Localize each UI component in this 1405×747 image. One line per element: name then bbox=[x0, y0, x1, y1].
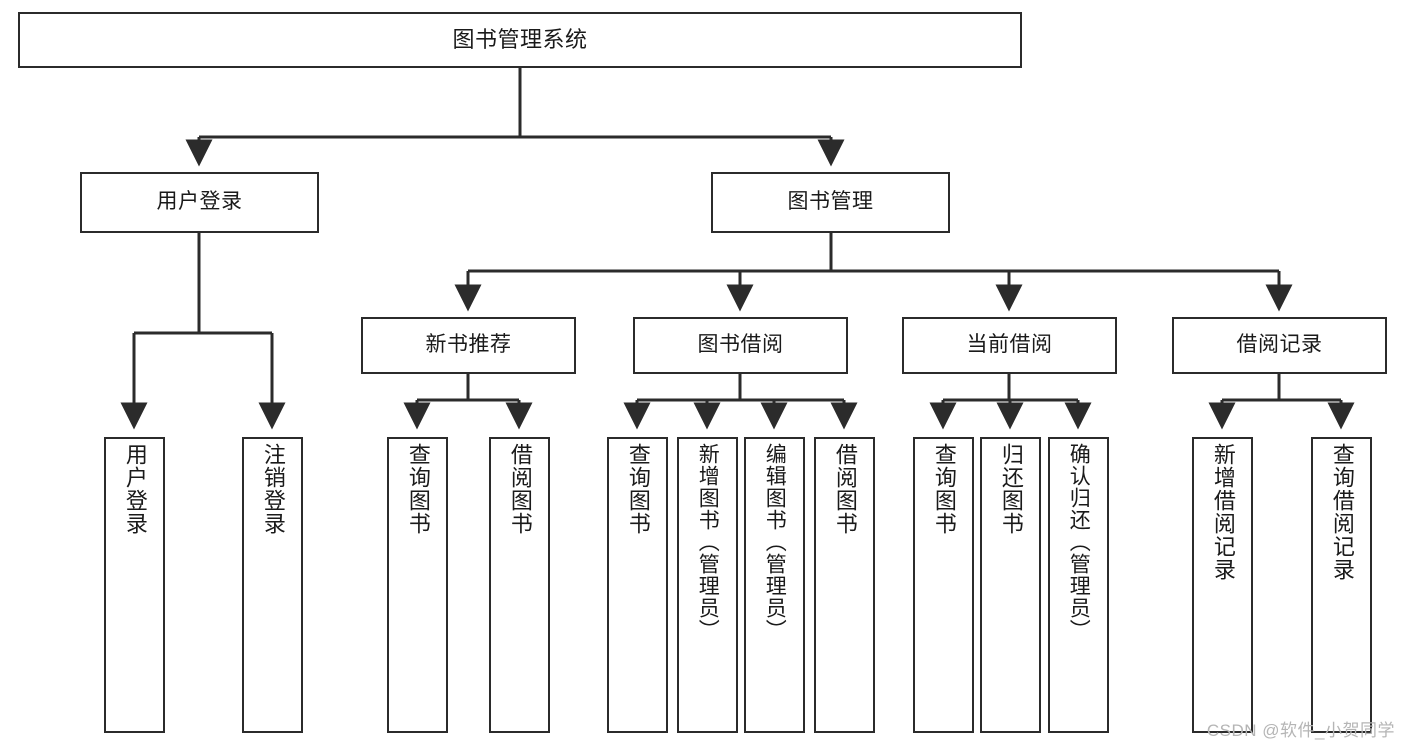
node-label: 查询借阅记录 bbox=[1329, 443, 1355, 581]
node-current-borrowing[interactable]: 当前借阅 bbox=[902, 317, 1117, 374]
leaf-query-borrow-record[interactable]: 查询借阅记录 bbox=[1311, 437, 1372, 733]
node-book-management[interactable]: 图书管理 bbox=[711, 172, 950, 233]
node-label: 借阅图书 bbox=[507, 443, 533, 535]
leaf-query-book-current[interactable]: 查询图书 bbox=[913, 437, 974, 733]
node-label: 图书管理 bbox=[787, 190, 874, 214]
node-label: 图书借阅 bbox=[697, 333, 784, 357]
leaf-user-login[interactable]: 用户登录 bbox=[104, 437, 165, 733]
node-label: 新增借阅记录 bbox=[1210, 443, 1236, 581]
leaf-borrow-book-recommend[interactable]: 借阅图书 bbox=[489, 437, 550, 733]
node-label: 新增图书（管理员） bbox=[696, 443, 720, 641]
leaf-query-book-borrow[interactable]: 查询图书 bbox=[607, 437, 668, 733]
leaf-return-book[interactable]: 归还图书 bbox=[980, 437, 1041, 733]
node-label: 新书推荐 bbox=[425, 333, 512, 357]
leaf-add-borrow-record[interactable]: 新增借阅记录 bbox=[1192, 437, 1253, 733]
node-label: 查询图书 bbox=[405, 443, 431, 535]
node-label: 图书管理系统 bbox=[452, 27, 588, 53]
leaf-logout[interactable]: 注销登录 bbox=[242, 437, 303, 733]
leaf-edit-book-admin[interactable]: 编辑图书（管理员） bbox=[744, 437, 805, 733]
leaf-confirm-return-admin[interactable]: 确认归还（管理员） bbox=[1048, 437, 1109, 733]
node-label: 用户登录 bbox=[156, 190, 243, 214]
node-label: 注销登录 bbox=[260, 443, 286, 535]
node-label: 当前借阅 bbox=[966, 333, 1053, 357]
leaf-query-book-recommend[interactable]: 查询图书 bbox=[387, 437, 448, 733]
node-label: 用户登录 bbox=[122, 443, 148, 535]
node-new-book-recommendation[interactable]: 新书推荐 bbox=[361, 317, 576, 374]
leaf-borrow-book[interactable]: 借阅图书 bbox=[814, 437, 875, 733]
node-borrowing-record[interactable]: 借阅记录 bbox=[1172, 317, 1387, 374]
leaf-add-book-admin[interactable]: 新增图书（管理员） bbox=[677, 437, 738, 733]
node-label: 查询图书 bbox=[931, 443, 957, 535]
node-root-book-management-system[interactable]: 图书管理系统 bbox=[18, 12, 1022, 68]
node-label: 借阅图书 bbox=[832, 443, 858, 535]
node-label: 编辑图书（管理员） bbox=[763, 443, 787, 641]
node-label: 归还图书 bbox=[998, 443, 1024, 535]
node-label: 借阅记录 bbox=[1236, 333, 1323, 357]
node-label: 查询图书 bbox=[625, 443, 651, 535]
node-book-borrowing[interactable]: 图书借阅 bbox=[633, 317, 848, 374]
node-user-login[interactable]: 用户登录 bbox=[80, 172, 319, 233]
node-label: 确认归还（管理员） bbox=[1067, 443, 1091, 641]
